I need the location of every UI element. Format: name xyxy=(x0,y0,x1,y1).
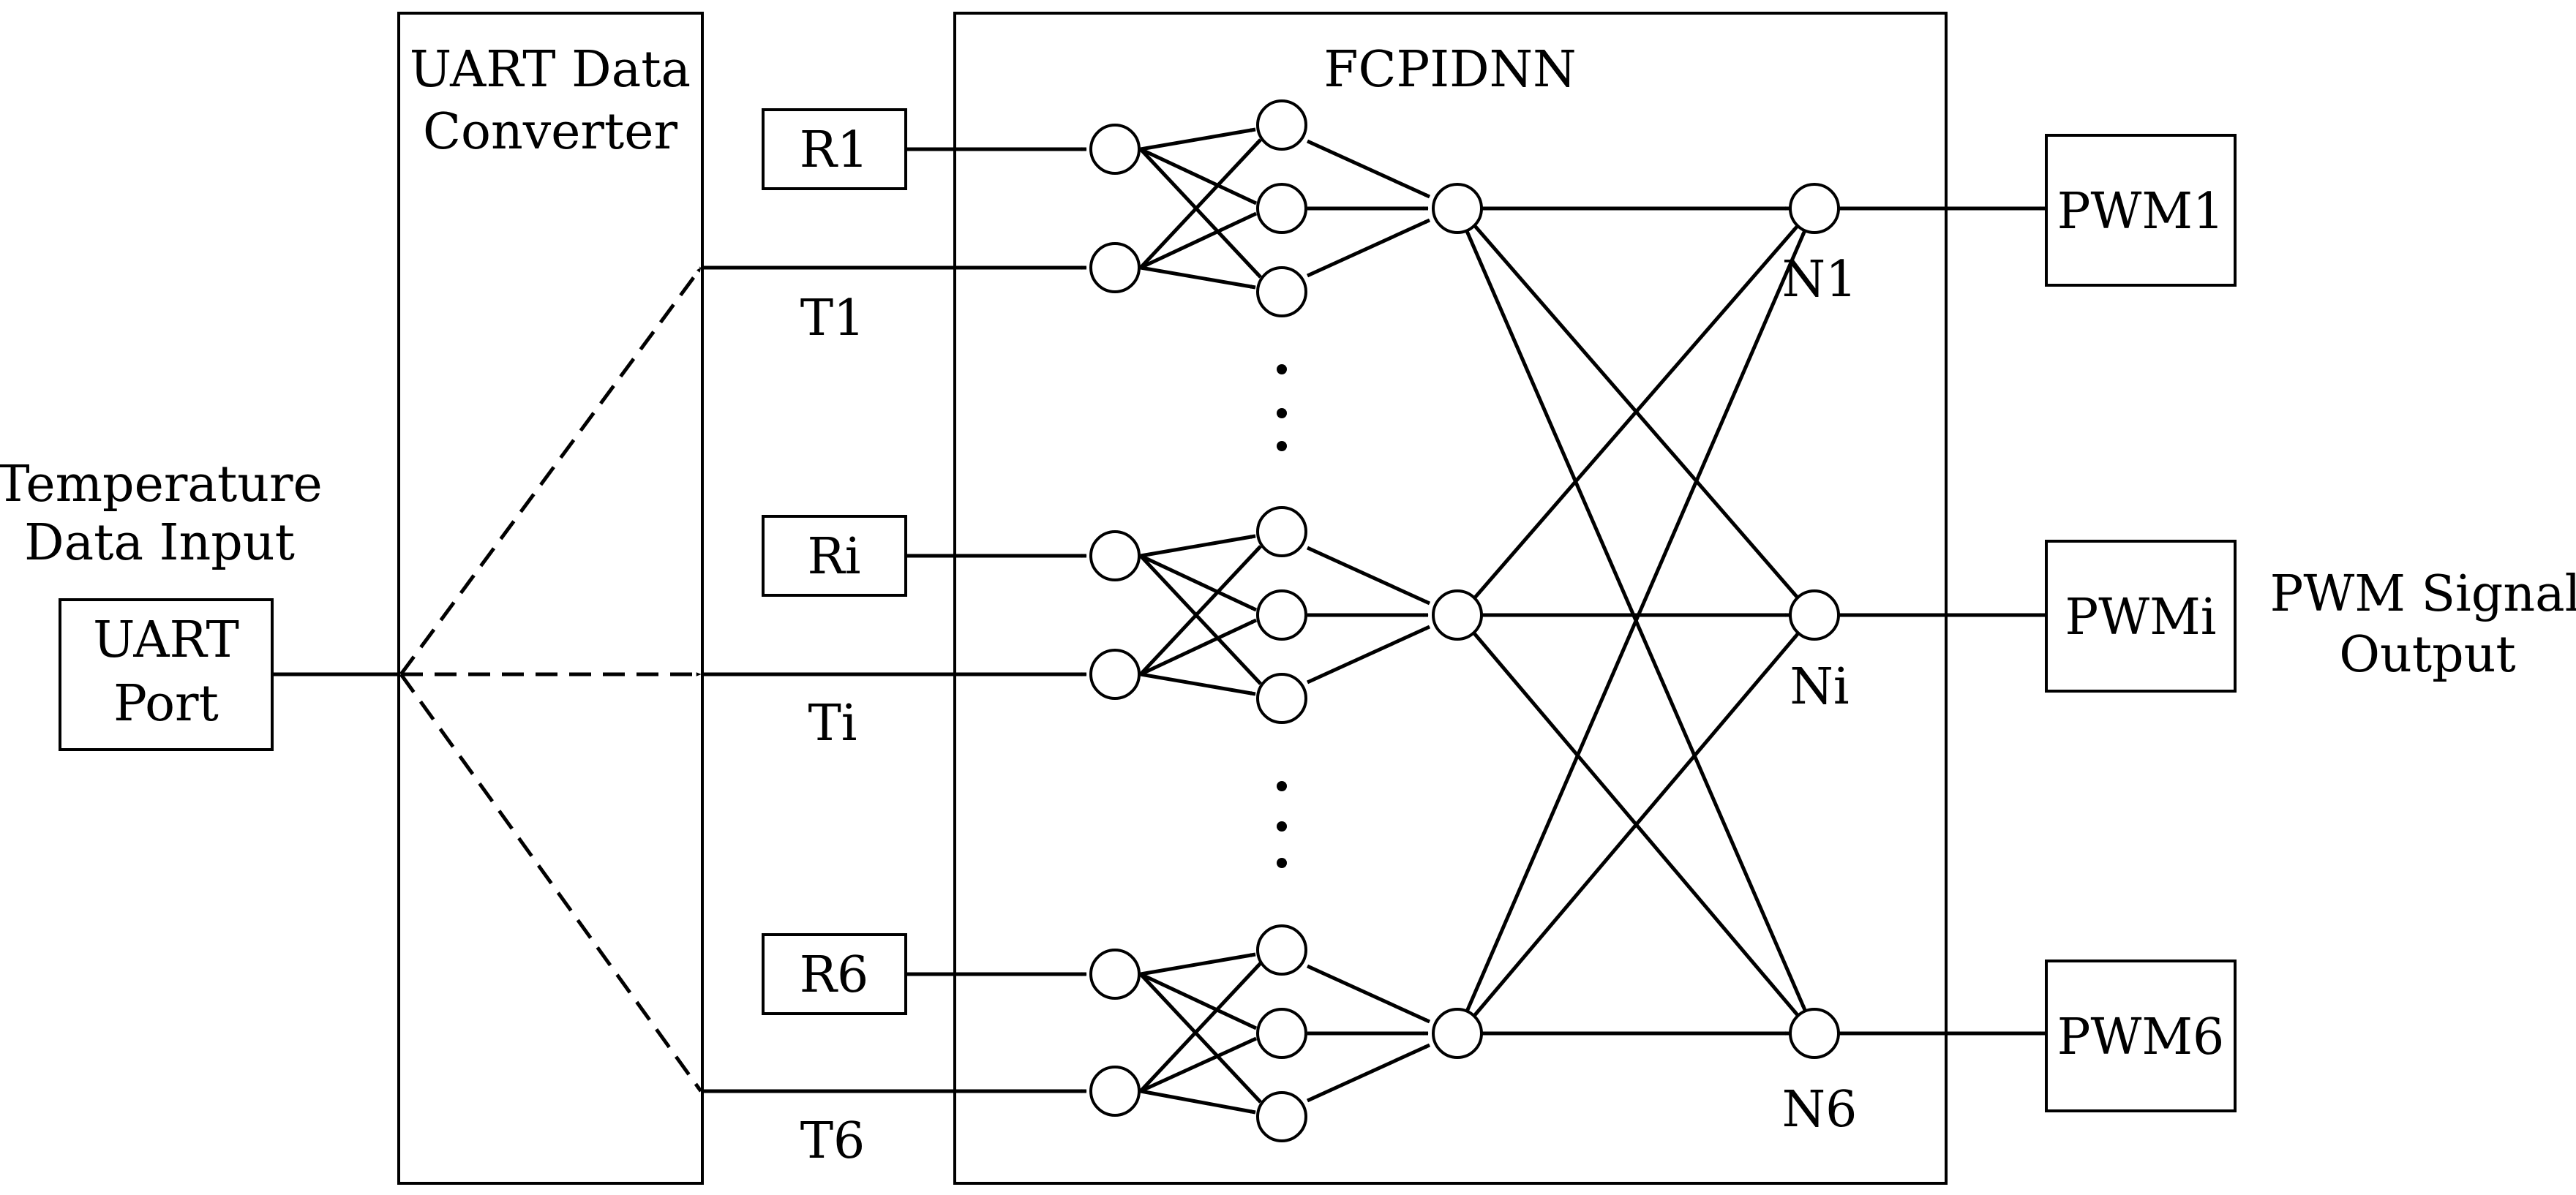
edge xyxy=(1139,618,1258,676)
fully-connected-edges xyxy=(1465,206,1807,1036)
edge xyxy=(1306,1043,1431,1103)
output-neuron-n1 xyxy=(1789,183,1840,234)
edge xyxy=(1140,952,1256,976)
reference-label-r6: R6 xyxy=(800,946,868,1004)
edge xyxy=(1139,973,1262,1104)
uart-port-box xyxy=(59,598,274,751)
edge xyxy=(1139,545,1262,676)
converter-label-line2: Converter xyxy=(423,103,677,161)
network-row-i: Ri Ti xyxy=(702,506,1483,753)
hidden-neuron xyxy=(1256,589,1307,641)
hidden-neuron xyxy=(1256,506,1307,557)
input-neuron xyxy=(1089,649,1141,700)
network-row-6: R6 T6 xyxy=(702,924,1483,1170)
reference-label-ri: Ri xyxy=(808,528,861,586)
input-label-line1: Temperature xyxy=(0,456,323,513)
pwm-box-6 xyxy=(2045,960,2237,1112)
fcpidnn-box xyxy=(953,12,1948,1185)
edge xyxy=(1139,962,1262,1093)
pwm-box-i xyxy=(2045,540,2237,693)
edge xyxy=(1140,534,1256,558)
output-label-line2: Output xyxy=(2339,626,2516,684)
output-node-label-ni: Ni xyxy=(1790,658,1849,716)
edge xyxy=(1306,964,1431,1024)
sub-output-neuron xyxy=(1432,183,1483,234)
input-neuron xyxy=(1089,530,1141,581)
network-row-1: R1 T1 xyxy=(702,99,1483,347)
edge xyxy=(1306,218,1431,278)
edge xyxy=(1139,138,1262,269)
output-node-label-n6: N6 xyxy=(1782,1081,1858,1139)
reference-label-r1: R1 xyxy=(800,121,868,179)
output-node-label-n1: N1 xyxy=(1782,251,1858,309)
network-label: FCPIDNN xyxy=(1323,41,1576,99)
reference-box-ri xyxy=(762,515,907,597)
ellipsis-dots-lower xyxy=(1277,781,1287,868)
edge xyxy=(1139,554,1262,685)
pwm-label-6: PWM6 xyxy=(2057,1009,2225,1066)
edge xyxy=(1140,1089,1256,1115)
input-neuron xyxy=(1089,124,1141,175)
edge xyxy=(1139,972,1258,1030)
hidden-neuron xyxy=(1256,266,1307,317)
uart-converter-box xyxy=(397,12,704,1185)
input-neuron xyxy=(1089,1066,1141,1117)
dashed-route-t1 xyxy=(399,266,703,676)
edge xyxy=(1139,148,1262,279)
edge xyxy=(1465,230,1807,1012)
feedback-label-t6: T6 xyxy=(800,1112,865,1170)
pwm-box-1 xyxy=(2045,134,2237,287)
edge xyxy=(1139,147,1258,206)
ellipsis-dots-upper xyxy=(1277,364,1287,451)
edge xyxy=(1139,1036,1258,1093)
hidden-neuron xyxy=(1256,183,1307,234)
reference-box-r6 xyxy=(762,933,907,1015)
uart-port-label-line1: UART xyxy=(93,611,239,669)
edge xyxy=(1306,546,1431,606)
input-label-line2: Data Input xyxy=(24,514,295,572)
hidden-neuron xyxy=(1256,924,1307,976)
edge xyxy=(1306,139,1431,199)
converter-label-line1: UART Data xyxy=(410,41,691,99)
input-neuron xyxy=(1089,242,1141,293)
output-neuron-ni xyxy=(1789,589,1840,641)
hidden-neuron xyxy=(1256,99,1307,151)
edge xyxy=(1473,633,1799,1017)
feedback-label-ti: Ti xyxy=(808,695,857,753)
edge xyxy=(1139,554,1258,612)
hidden-neuron xyxy=(1256,1008,1307,1059)
edge xyxy=(1140,265,1256,290)
pwm-label-1: PWM1 xyxy=(2057,183,2225,241)
output-neuron-n6 xyxy=(1789,1008,1840,1059)
input-neuron xyxy=(1089,949,1141,1000)
hidden-neuron xyxy=(1256,673,1307,724)
edge xyxy=(1473,225,1798,599)
edge xyxy=(1140,672,1256,696)
edge xyxy=(1306,625,1431,685)
uart-port-label-line2: Port xyxy=(113,675,219,733)
dashed-route-t6 xyxy=(399,673,703,1093)
edge xyxy=(1139,211,1258,270)
output-label-line1: PWM Signal xyxy=(2270,565,2576,623)
feedback-label-t1: T1 xyxy=(800,290,865,347)
sub-output-neuron xyxy=(1432,589,1483,641)
pwm-label-i: PWMi xyxy=(2065,589,2216,646)
edge xyxy=(1140,127,1256,151)
sub-output-neuron xyxy=(1432,1008,1483,1059)
hidden-neuron xyxy=(1256,1091,1307,1142)
